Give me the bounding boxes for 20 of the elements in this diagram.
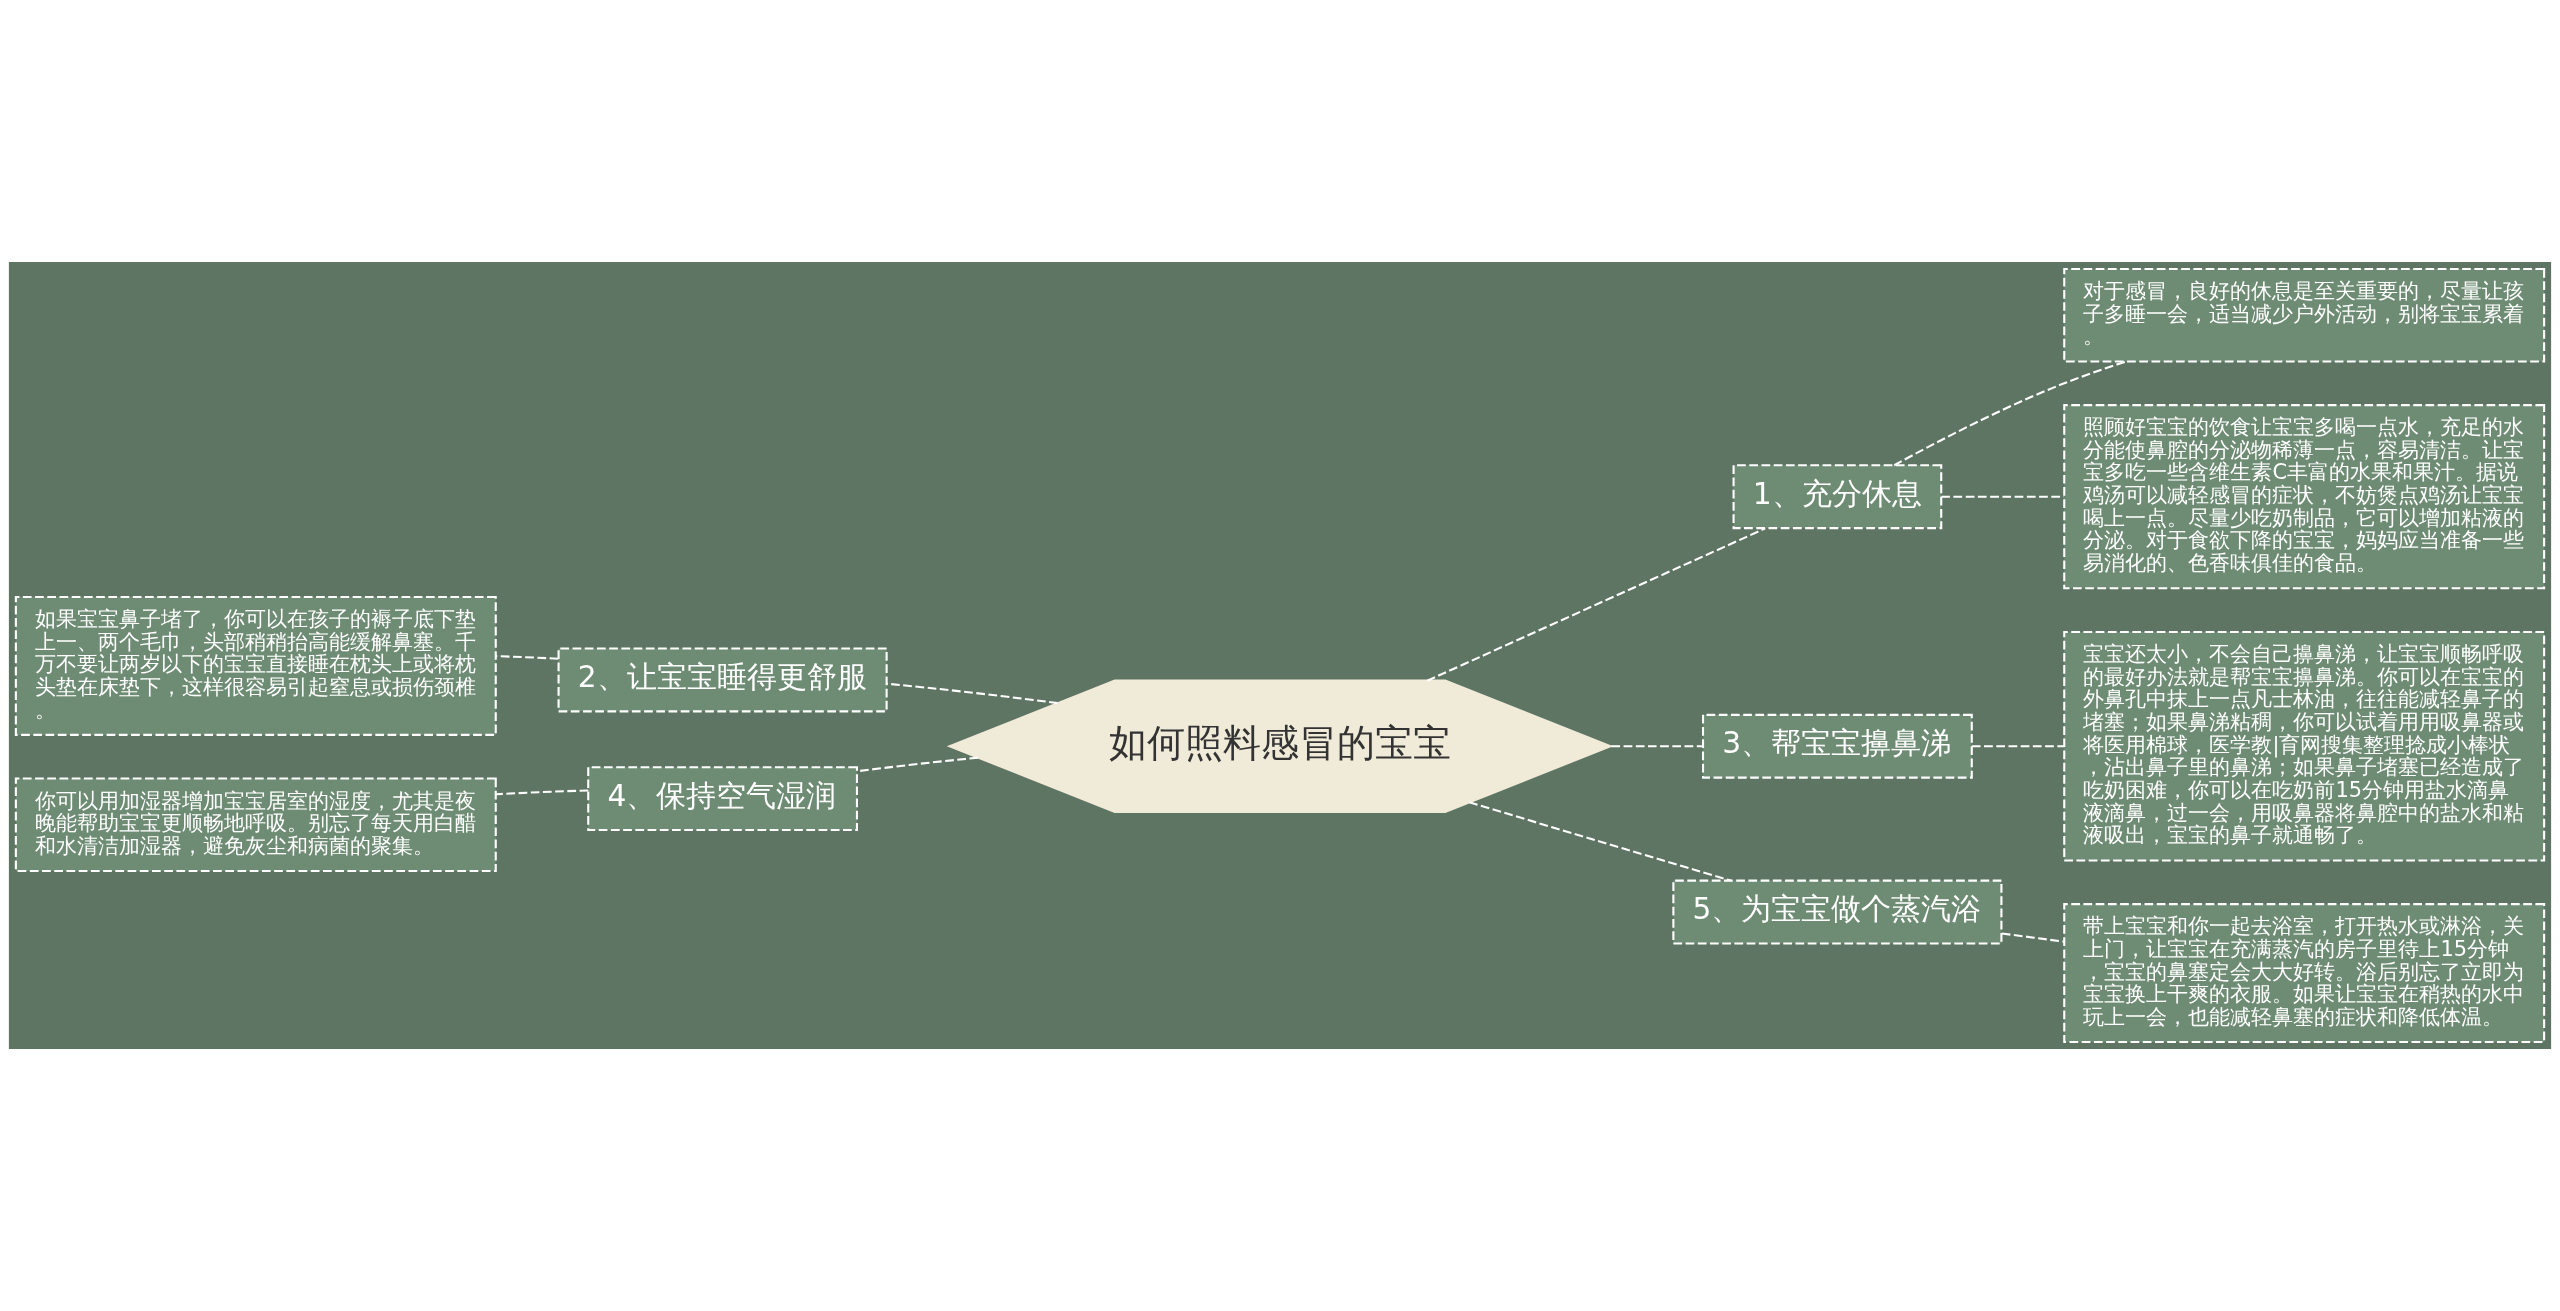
connector [495, 789, 589, 796]
node-box: 4、保持空气湿润 [587, 766, 858, 832]
node-box: 宝宝还太小，不会自己擤鼻涕，让宝宝顺畅呼吸的最好办法就是帮宝宝擤鼻涕。你可以在宝宝的外鼻孔中抹上一点凡士林油，往往能减轻鼻子的堵塞；如果鼻涕粘稠，你可以试着用用吸鼻器或将医用棉球，医学教|育网搜集整理捻成小棒状，沾出鼻子里的鼻涕；如果鼻子堵塞已经造成了吃奶困难，你可以在吃奶前15分钟用盐水滴鼻液滴鼻，过一会，用吸鼻器将鼻腔中的盐水和粘液吸出，宝宝的鼻子就通畅了。 [2063, 630, 2546, 862]
connector [2001, 932, 2064, 943]
connector [1611, 745, 1703, 748]
node-box: 带上宝宝和你一起去浴室，打开热水或淋浴，关上门，让宝宝在充满蒸汽的房子里待上15分钟，宝宝的鼻塞定会大大好转。浴后别忘了立即为宝宝换上干爽的衣服。如果让宝宝在稍热的水中玩上一会，也能减轻鼻塞的症状和降低体温。 [2063, 903, 2546, 1044]
node-box: 你可以用加湿器增加宝宝居室的湿度，尤其是夜晚能帮助宝宝更顺畅地呼吸。别忘了每天用白醋和水清洁加湿器，避免灰尘和病菌的聚集。 [14, 777, 497, 873]
node-box: 如果宝宝鼻子堵了，你可以在孩子的褥子底下垫上一、两个毛巾，头部稍稍抬高能缓解鼻塞。千万不要让两岁以下的宝宝直接睡在枕头上或将枕头垫在床垫下，这样很容易引起窒息或损伤颈椎。 [14, 596, 497, 736]
node-box: 3、帮宝宝擤鼻涕 [1702, 713, 1973, 779]
node-box: 2、让宝宝睡得更舒服 [557, 647, 888, 713]
connector [1468, 801, 1731, 882]
node-box: 对于感冒，良好的休息是至关重要的，尽量让孩子多睡一会，适当减少户外活动，别将宝宝累着。 [2063, 267, 2546, 363]
connector [495, 655, 559, 660]
node-box: 5、为宝宝做个蒸汽浴 [1672, 879, 2003, 945]
connector [1971, 745, 2065, 748]
node-box: 照顾好宝宝的饮食让宝宝多喝一点水，充足的水分能使鼻腔的分泌物稀薄一点，容易清洁。让宝宝多吃一些含维生素C丰富的水果和果汁。据说鸡汤可以减轻感冒的症状，不妨煲点鸡汤让宝宝喝上一点。尽量少吃奶制品，它可以增加粘液的分泌。对于食欲下降的宝宝，妈妈应当准备一些易消化的、色香味俱佳的食品。 [2063, 404, 2546, 590]
connector [1893, 360, 2127, 467]
node-box: 1、充分休息 [1732, 464, 1943, 530]
connector [886, 682, 1058, 705]
connector [1426, 527, 1766, 682]
